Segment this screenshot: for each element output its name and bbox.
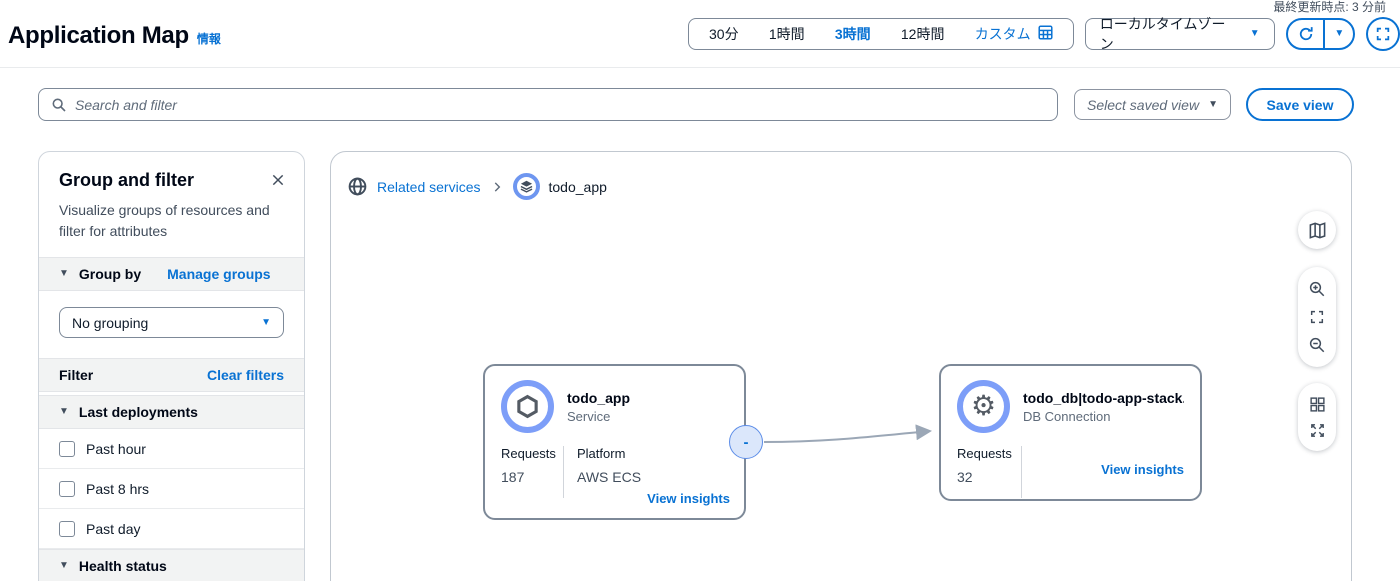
group-by-label: Group by <box>78 266 142 282</box>
panel-title: Group and filter <box>59 170 194 190</box>
search-icon <box>51 97 67 113</box>
checkbox[interactable] <box>59 520 75 537</box>
node-name: todo_db|todo-app-stack... <box>1023 389 1184 406</box>
close-icon[interactable] <box>270 172 286 193</box>
chevron-down-icon: ▼ <box>261 316 271 328</box>
chevron-down-icon: ▼ <box>59 268 69 279</box>
map-toolbar <box>1298 211 1336 451</box>
divider <box>1323 20 1326 48</box>
time-range-12h[interactable]: 12時間 <box>900 26 945 42</box>
filter-label: Filter <box>59 367 94 383</box>
manage-groups-link[interactable]: Manage groups <box>167 266 271 282</box>
breadcrumb: Related services todo_app <box>347 173 607 200</box>
saved-view-placeholder: Select saved view <box>1087 96 1200 113</box>
fit-to-view-button[interactable] <box>1302 303 1332 331</box>
time-range-30min[interactable]: 30分 <box>709 26 739 42</box>
refresh-button[interactable] <box>1288 20 1324 48</box>
chevron-right-icon <box>490 180 504 194</box>
chevron-down-icon: ▼ <box>1208 98 1218 110</box>
time-range-3h[interactable]: 3時間 <box>834 26 871 42</box>
node-card-todo-app[interactable]: todo_app Service Requests 187 Platform A… <box>483 364 746 520</box>
divider <box>563 446 564 498</box>
filter-option-past-8hrs[interactable]: Past 8 hrs <box>39 469 304 509</box>
health-status-section-header[interactable]: ▼ Health status <box>39 549 304 581</box>
node-name: todo_app <box>567 389 630 406</box>
chevron-down-icon: ▼ <box>59 560 69 571</box>
last-updated-text: 最終更新時点: 3 分前 <box>1273 0 1386 14</box>
option-label: Past hour <box>86 440 146 457</box>
application-map-canvas[interactable]: Related services todo_app <box>330 151 1352 581</box>
metric-value: 32 <box>957 469 973 485</box>
layers-service-icon <box>512 173 540 200</box>
hexagon-service-icon <box>501 380 554 433</box>
calendar-grid-icon <box>1038 25 1053 43</box>
checkbox[interactable] <box>59 440 75 457</box>
time-range-custom-label: カスタム <box>974 26 1031 42</box>
node-type: DB Connection <box>1023 408 1111 424</box>
group-by-section-header[interactable]: ▼ Group by Manage groups <box>39 257 304 291</box>
save-view-button[interactable]: Save view <box>1246 88 1354 121</box>
globe-icon <box>347 176 368 197</box>
search-input[interactable] <box>75 96 1045 113</box>
search-box <box>38 88 1058 121</box>
grouping-select-value: No grouping <box>72 314 149 331</box>
metric-value: 187 <box>501 469 525 485</box>
fullscreen-button[interactable] <box>1366 17 1400 51</box>
time-range-segmented-control: 30分 1時間 3時間 12時間 カスタム <box>688 18 1074 50</box>
gear-db-icon: ⚙ <box>957 380 1010 433</box>
checkbox[interactable] <box>59 480 75 497</box>
refresh-split-button: ▼ <box>1285 18 1356 50</box>
metric-label: Requests <box>957 446 1012 461</box>
filter-option-past-hour[interactable]: Past hour <box>39 429 304 469</box>
saved-view-select[interactable]: Select saved view ▼ <box>1074 89 1231 120</box>
view-insights-link[interactable]: View insights <box>647 491 730 506</box>
timezone-select-value: ローカルタイムゾーン <box>1099 16 1226 52</box>
minimap-toggle-button[interactable] <box>1302 216 1332 244</box>
expand-layout-button[interactable] <box>1302 417 1332 443</box>
last-deployments-label: Last deployments <box>78 404 198 420</box>
filter-section-header: Filter Clear filters <box>39 358 304 392</box>
divider <box>1021 446 1022 498</box>
option-label: Past 8 hrs <box>86 480 150 497</box>
metric-label: Platform <box>577 446 626 461</box>
chevron-down-icon: ▼ <box>59 406 69 417</box>
info-link[interactable]: 情報 <box>196 32 221 46</box>
view-insights-link[interactable]: View insights <box>1101 462 1184 477</box>
clear-filters-link[interactable]: Clear filters <box>206 367 284 383</box>
page-title-block: Application Map 情報 <box>8 22 221 50</box>
time-range-custom[interactable]: カスタム <box>975 24 1053 44</box>
group-and-filter-panel: Group and filter Visualize groups of res… <box>38 151 305 581</box>
filter-option-past-day[interactable]: Past day <box>39 509 304 549</box>
header-controls: 30分 1時間 3時間 12時間 カスタム ローカルタイムゾーン ▼ <box>688 16 1400 52</box>
chevron-down-icon: ▼ <box>1249 28 1260 39</box>
time-range-1h[interactable]: 1時間 <box>768 26 805 42</box>
group-layout-button[interactable] <box>1302 391 1332 417</box>
header-divider <box>0 67 1400 68</box>
grouping-select[interactable]: No grouping ▼ <box>59 307 284 338</box>
page-title: Application Map <box>8 22 189 49</box>
metric-label: Requests <box>501 446 556 461</box>
refresh-options-button[interactable]: ▼ <box>1334 28 1345 39</box>
node-type: Service <box>567 408 611 424</box>
zoom-out-button[interactable] <box>1302 331 1332 359</box>
health-status-label: Health status <box>78 558 167 574</box>
panel-description: Visualize groups of resources and filter… <box>59 202 270 239</box>
node-card-todo-db[interactable]: ⚙ todo_db|todo-app-stack... DB Connectio… <box>939 364 1202 501</box>
last-deployments-section-header[interactable]: ▼ Last deployments <box>39 395 304 429</box>
breadcrumb-current-node: todo_app <box>548 178 607 195</box>
edge-status-badge[interactable]: - <box>729 425 763 459</box>
option-label: Past day <box>86 520 141 537</box>
zoom-in-button[interactable] <box>1302 275 1332 303</box>
timezone-select[interactable]: ローカルタイムゾーン ▼ <box>1084 16 1275 52</box>
metric-value: AWS ECS <box>577 469 642 485</box>
breadcrumb-related-services-link[interactable]: Related services <box>377 178 481 195</box>
gear-icon: ⚙ <box>970 388 997 422</box>
